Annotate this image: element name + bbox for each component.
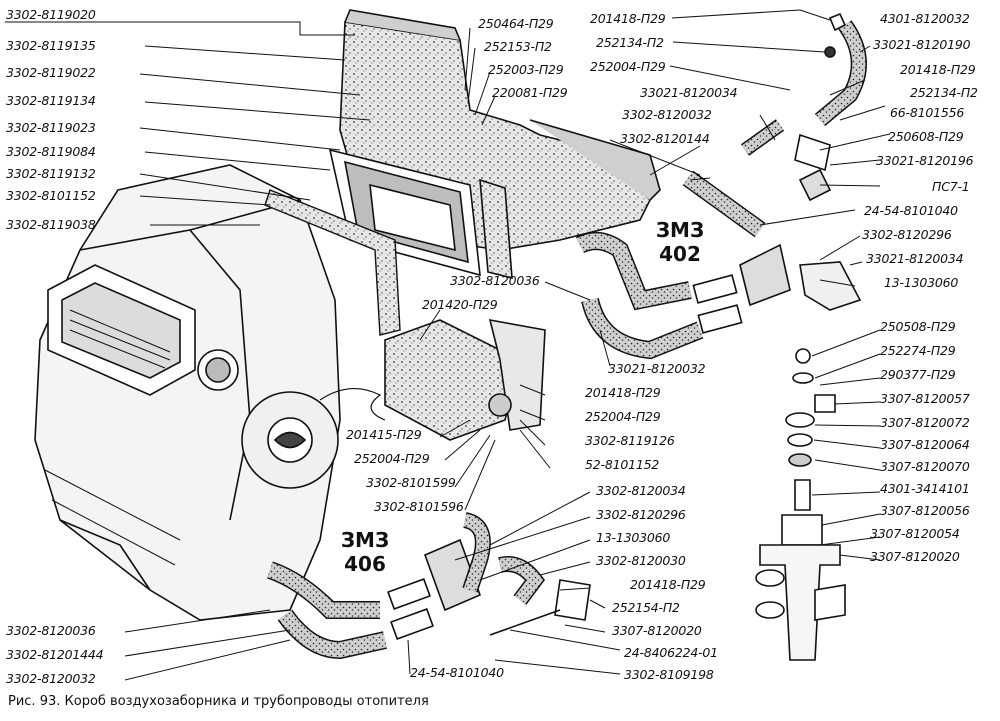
callout-right-3: 290377-П29 [880,367,956,382]
callout-top-center-3: 252003-П29 [488,62,564,77]
motor-wires [319,387,386,421]
callout-left-8: 3302-8101152 [6,188,96,203]
callout-left-1: 3302-8119020 [6,7,96,22]
callout-center-1: 201420-П29 [422,297,498,312]
callout-lower-center-9: 3302-8109198 [624,667,714,682]
engine-upper-name: ЗМЗ [655,218,705,242]
callout-lower-center-7: 3307-8120020 [612,623,702,638]
callout-left-7: 3302-8119132 [6,166,96,181]
center-air-box [384,318,546,441]
callout-center-3: 252004-П29 [585,409,661,424]
callout-top-right-a-1: 201418-П29 [590,11,666,26]
callout-lower-left-3: 3302-8120032 [6,671,96,686]
callout-right-1: 250508-П29 [880,319,956,334]
callout-top-right-a-2: 252134-П2 [596,35,664,50]
callout-right-7: 3307-8120070 [880,459,970,474]
callout-mid-1: 33021-8120034 [640,85,738,100]
callout-left-2: 3302-8119135 [6,38,96,53]
callout-center-7: 252004-П29 [354,451,430,466]
callout-center-5: 52-8101152 [585,457,660,472]
callout-right-6: 3307-8120064 [880,437,970,452]
callout-top-right-b-3: 201418-П29 [900,62,976,77]
callout-mid-2: 3302-8120032 [622,107,712,122]
engine-label-lower: ЗМЗ 406 [335,528,395,576]
callout-lower-center-8: 24-8406224-01 [624,645,718,660]
callout-right-8: 4301-3414101 [880,481,970,496]
callout-top-right-b-5: 66-8101556 [890,105,965,120]
air-inlet [47,264,239,396]
callout-right-5: 3307-8120072 [880,415,970,430]
callout-left-5: 3302-8119023 [6,120,96,135]
callout-right-10: 3307-8120054 [870,526,960,541]
engine-lower-name: ЗМЗ [340,528,390,552]
callout-lower-center-4: 3302-8120030 [596,553,686,568]
upper-pipes [575,170,862,360]
callout-left-6: 3302-8119084 [6,144,96,159]
engine-label-upper: ЗМЗ 402 [650,218,710,266]
callout-top-right-b-7: 33021-8120196 [876,153,974,168]
callout-center-8: 3302-8101599 [366,475,456,490]
callout-center-6: 201415-П29 [346,427,422,442]
callout-lower-center-6: 252154-П2 [612,600,680,615]
callout-lower-left-4: 24-54-8101040 [410,665,504,680]
lower-pipes [266,512,591,660]
callout-left-4: 3302-8119134 [6,93,96,108]
callout-center-4: 3302-8119126 [585,433,675,448]
figure-caption: Рис. 93. Короб воздухозаборника и трубоп… [8,694,429,709]
callout-lower-center-5: 201418-П29 [630,577,706,592]
callout-mid-4: 24-54-8101040 [864,203,958,218]
callout-lower-left-1: 3302-8120036 [6,623,96,638]
heater-valve [755,348,846,661]
callout-right-11: 3307-8120020 [870,549,960,564]
callout-top-center-4: 220081-П29 [492,85,568,100]
callout-lower-left-2: 3302-81201444 [6,647,104,662]
upper-right-hose [740,12,867,202]
callout-left-9: 3302-8119038 [6,217,96,232]
callout-center-9: 3302-8101596 [374,499,464,514]
callout-top-right-b-1: 4301-8120032 [880,11,970,26]
callout-lower-center-1: 3302-8120034 [596,483,686,498]
callout-top-right-b-8: ПС7-1 [932,179,970,194]
callout-right-2: 252274-П29 [880,343,956,358]
callout-top-center-1: 250464-П29 [478,16,554,31]
fan-cover [241,391,339,489]
callout-top-right-a-3: 252004-П29 [590,59,666,74]
leader-lines [5,9,891,681]
callout-mid-3: 3302-8120144 [620,131,710,146]
engine-lower-model: 406 [344,552,386,576]
callout-right-4: 3307-8120057 [880,391,970,406]
callout-mid-5: 3302-8120296 [862,227,952,242]
callout-left-3: 3302-8119022 [6,65,96,80]
callout-right-9: 3307-8120056 [880,503,970,518]
callout-mid-7: 13-1303060 [884,275,959,290]
engine-upper-model: 402 [659,242,701,266]
callout-mid-6: 33021-8120034 [866,251,964,266]
callout-top-center-2: 252153-П2 [484,39,552,54]
callout-top-right-b-2: 33021-8120190 [873,37,971,52]
callout-mid-9: 33021-8120032 [608,361,706,376]
callout-lower-center-2: 3302-8120296 [596,507,686,522]
callout-top-right-b-6: 250608-П29 [888,129,964,144]
callout-top-right-b-4: 252134-П2 [910,85,978,100]
callout-mid-8: 3302-8120036 [450,273,540,288]
callout-lower-center-3: 13-1303060 [596,530,671,545]
callout-center-2: 201418-П29 [585,385,661,400]
